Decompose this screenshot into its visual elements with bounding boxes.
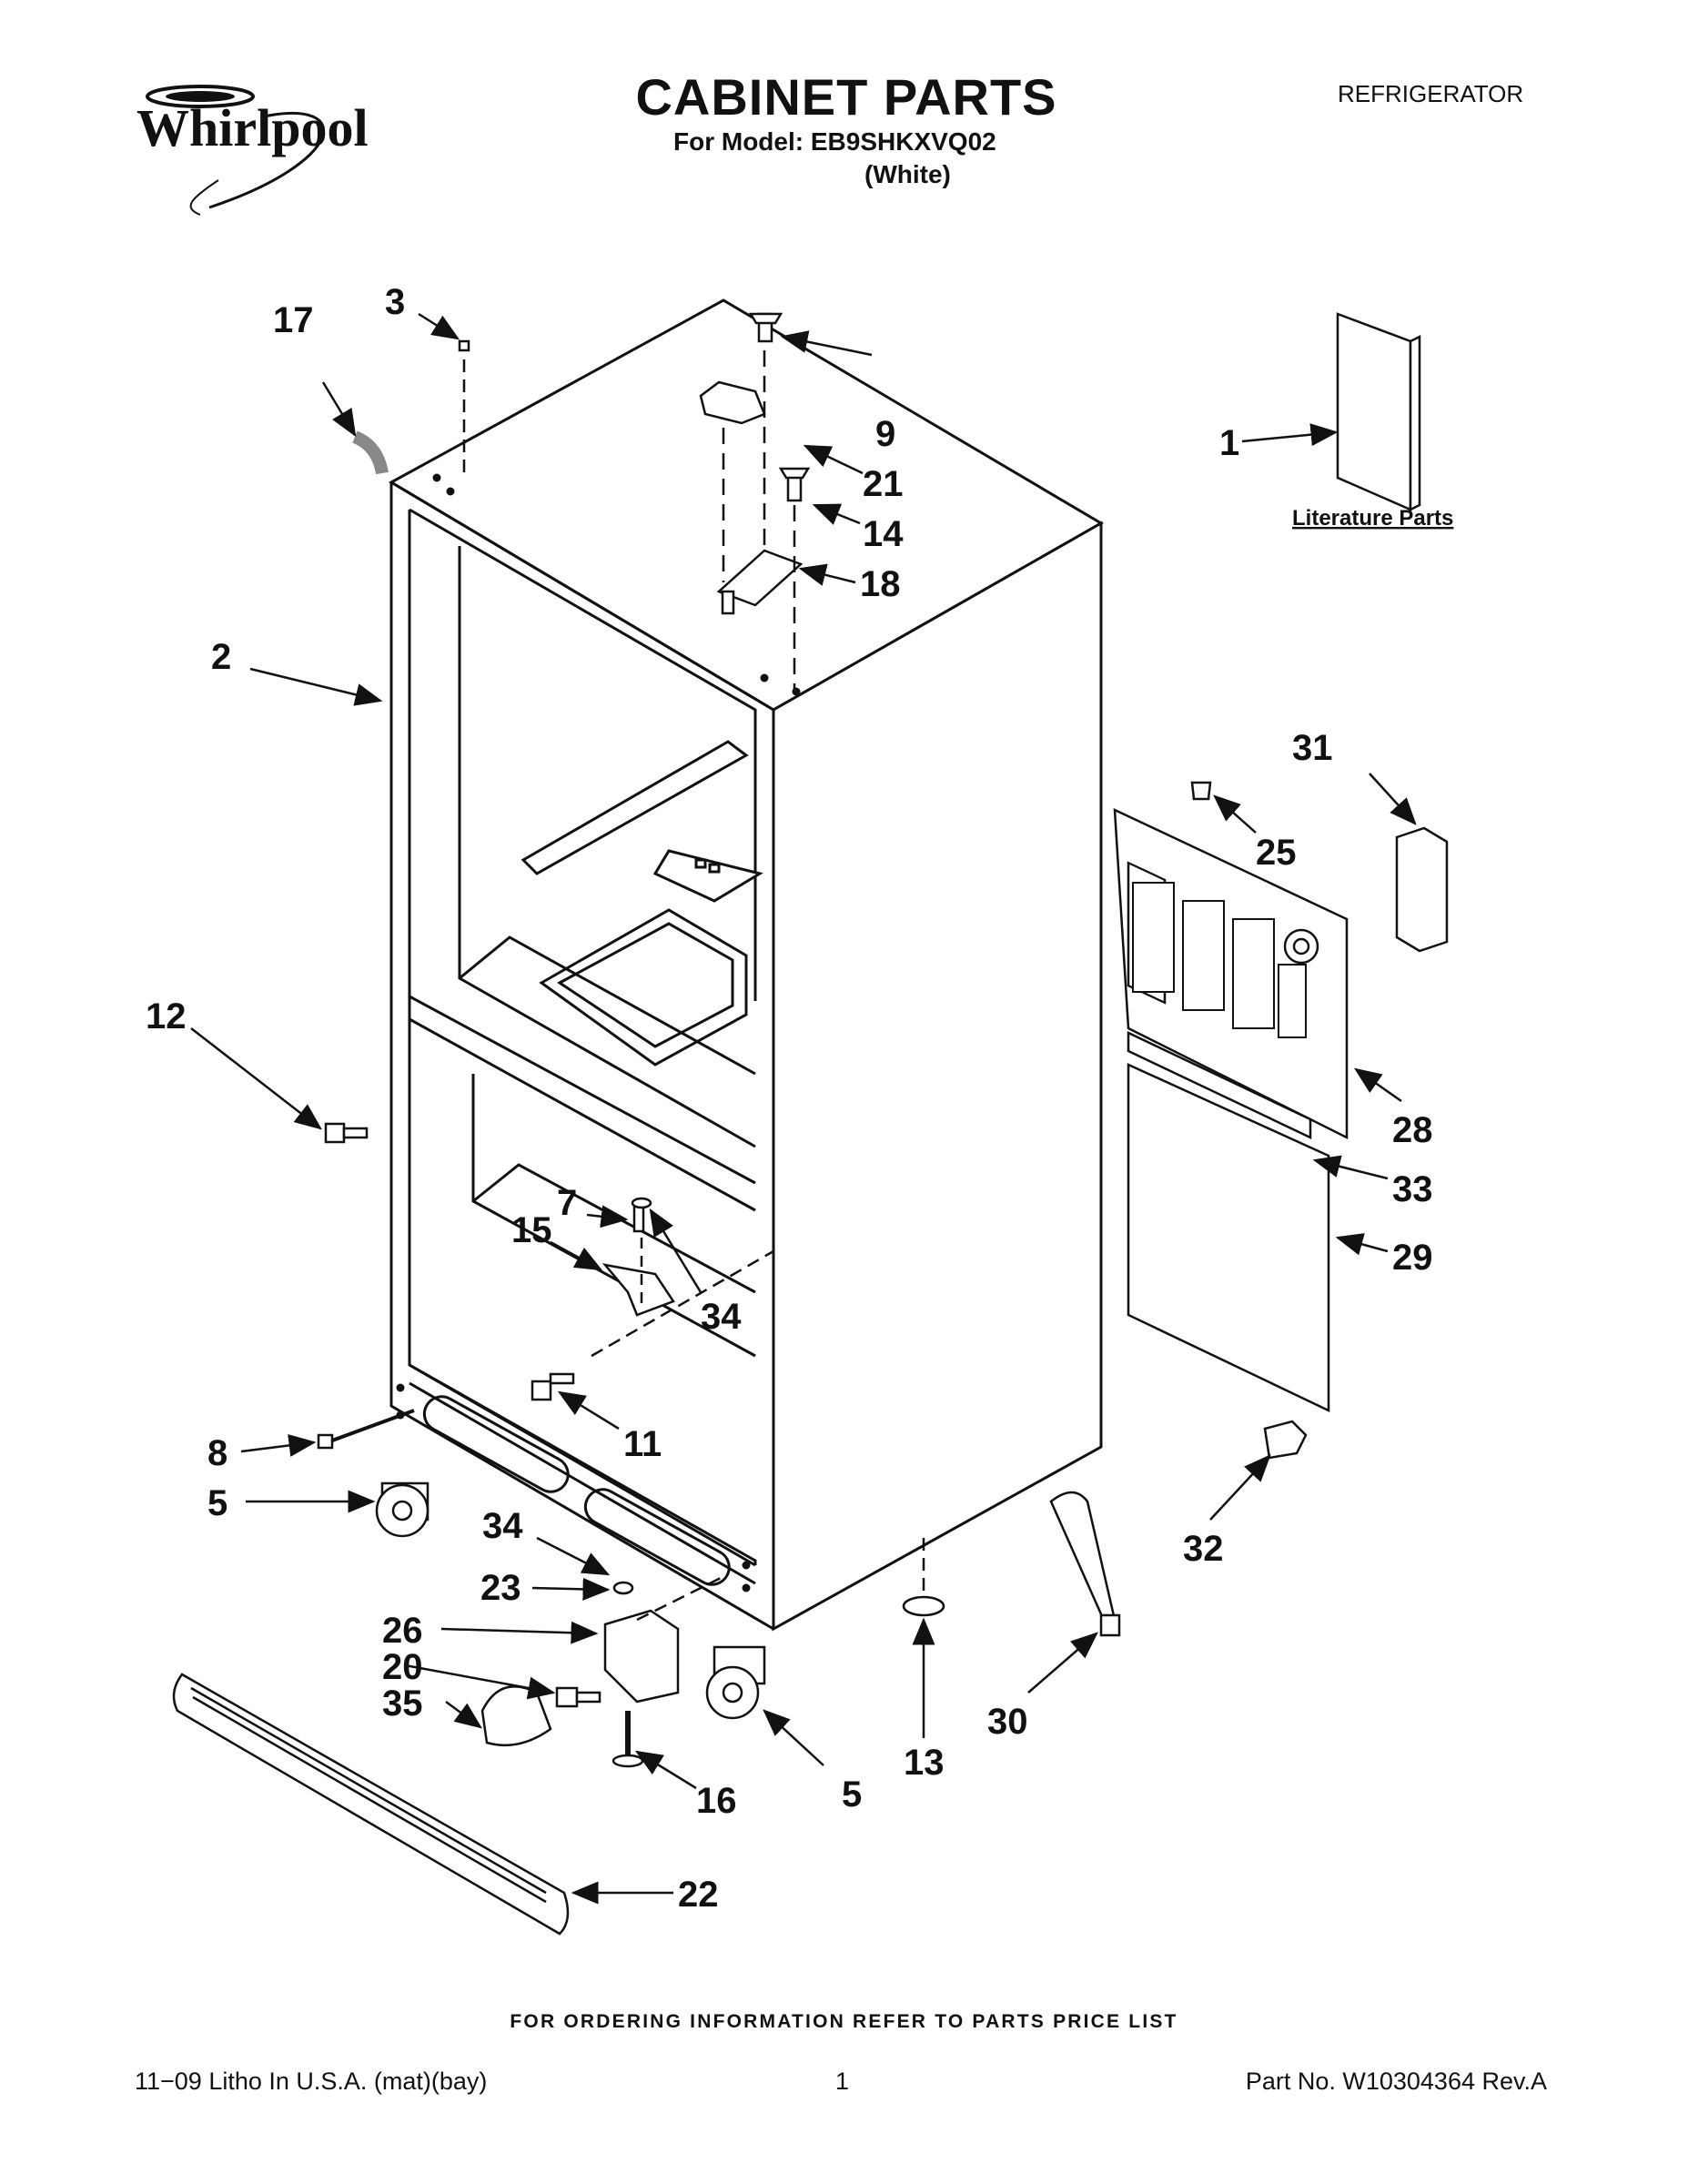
- page-title: CABINET PARTS: [635, 68, 1057, 126]
- model-number: For Model: EB9SHKXVQ02: [673, 127, 996, 156]
- callout-17: 17: [273, 300, 314, 340]
- callout-29: 29: [1392, 1238, 1433, 1278]
- callout-3: 3: [385, 282, 405, 322]
- callout-14: 14: [863, 514, 904, 554]
- page-number: 1: [835, 2068, 850, 2095]
- leveler-bracket: [480, 1572, 729, 1768]
- callout-26: 26: [382, 1611, 423, 1651]
- callout-12: 12: [146, 996, 187, 1036]
- callout-2: 2: [211, 637, 231, 677]
- callout-31: 31: [1292, 728, 1333, 768]
- screw-11: [531, 1372, 575, 1401]
- top-hinge-assembly: [699, 312, 811, 692]
- ordering-note: FOR ORDERING INFORMATION REFER TO PARTS …: [510, 2011, 1178, 2032]
- rear-access-panel: [1113, 781, 1349, 1412]
- callout-22: 22: [678, 1875, 719, 1915]
- product-category: REFRIGERATOR: [1338, 80, 1524, 107]
- trim-17: [352, 430, 389, 475]
- callout-28: 28: [1392, 1110, 1433, 1150]
- callout-21: 21: [863, 464, 904, 504]
- whirlpool-logo: Whirlpool: [136, 85, 369, 216]
- base-grille-22: [172, 1673, 570, 1936]
- bolt-8: [317, 1409, 415, 1450]
- clip-32: [1263, 1420, 1308, 1460]
- callout-9: 9: [875, 414, 895, 454]
- screw-3: [458, 339, 470, 352]
- wrench-30: [1049, 1491, 1117, 1626]
- callout-34-lower: 34: [482, 1506, 523, 1546]
- callout-1: 1: [1219, 423, 1239, 463]
- callout-5-left: 5: [207, 1483, 227, 1523]
- leader-lines: [190, 312, 1417, 1905]
- callout-5-right: 5: [842, 1774, 862, 1815]
- callout-8: 8: [207, 1433, 227, 1473]
- callout-16: 16: [696, 1781, 737, 1821]
- literature-book: [1336, 312, 1421, 512]
- callout-15: 15: [511, 1210, 552, 1250]
- callout-35: 35: [382, 1684, 423, 1724]
- model-variant: (White): [864, 160, 951, 188]
- cabinet-body: [388, 298, 1104, 1632]
- caster-left: [375, 1481, 430, 1538]
- caster-right: [705, 1645, 766, 1720]
- callout-20: 20: [382, 1647, 423, 1687]
- part-number: Part No. W10304364 Rev.A: [1245, 2068, 1547, 2095]
- callout-23: 23: [480, 1568, 521, 1608]
- logo-wordmark: Whirlpool: [136, 98, 369, 157]
- clip-31: [1395, 826, 1449, 953]
- callout-25: 25: [1256, 833, 1297, 873]
- callout-30: 30: [987, 1702, 1028, 1742]
- foot-13: [902, 1595, 945, 1617]
- litho-line: 11−09 Litho In U.S.A. (mat)(bay): [135, 2068, 488, 2095]
- callout-18: 18: [860, 564, 901, 604]
- callout-33: 33: [1392, 1169, 1433, 1209]
- callout-7: 7: [557, 1183, 577, 1223]
- callout-11: 11: [623, 1424, 662, 1464]
- callout-32: 32: [1183, 1529, 1224, 1569]
- callout-13: 13: [904, 1743, 945, 1783]
- callout-34-upper: 34: [701, 1297, 742, 1337]
- literature-parts-label: Literature Parts: [1292, 506, 1453, 531]
- screw-12: [324, 1122, 369, 1144]
